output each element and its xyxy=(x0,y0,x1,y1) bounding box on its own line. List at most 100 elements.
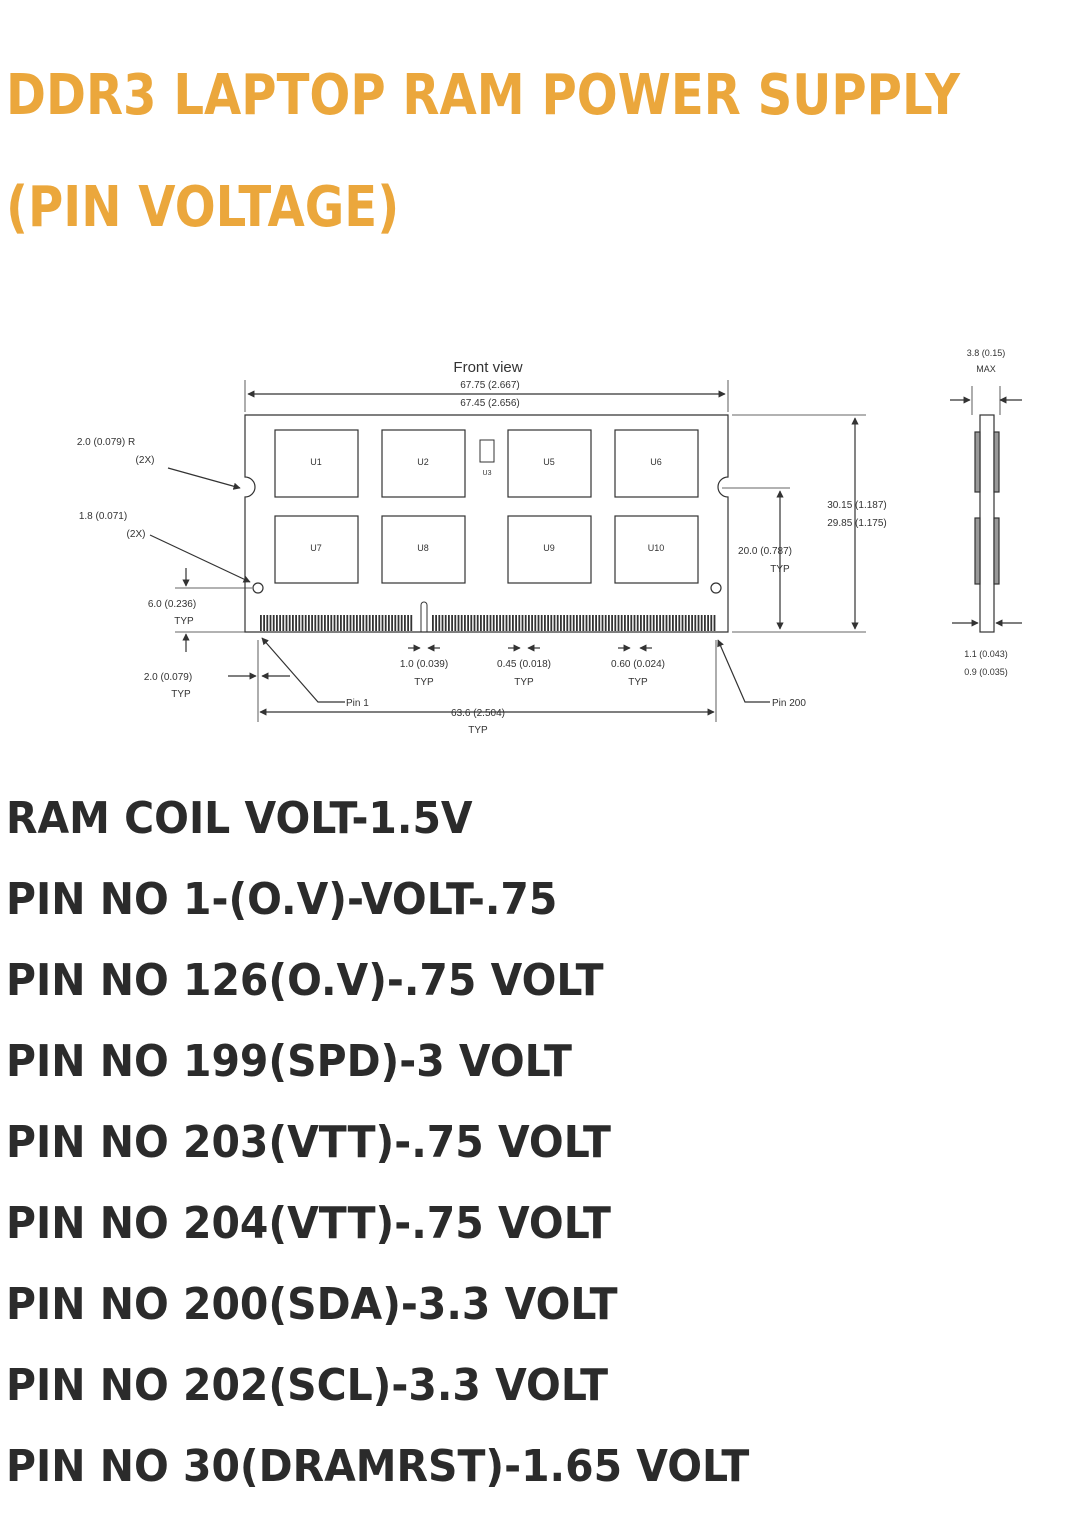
title-line-1: DDR3 LAPTOP RAM POWER SUPPLY xyxy=(6,63,961,128)
title-line-2: (PIN VOLTAGE) xyxy=(6,175,400,240)
memory-chip xyxy=(507,429,592,498)
pin-contact xyxy=(276,615,278,631)
pin-contact xyxy=(394,615,397,631)
pin-contact xyxy=(483,615,485,631)
pin-contact xyxy=(486,615,489,631)
svg-text:3.8 (0.15): 3.8 (0.15) xyxy=(967,348,1006,358)
svg-text:0.60 (0.024): 0.60 (0.024) xyxy=(611,659,665,670)
pin-contact xyxy=(704,615,706,631)
pin-contact xyxy=(508,615,511,631)
pin-contact xyxy=(582,615,585,631)
pin-contact xyxy=(314,615,317,631)
pin-contact xyxy=(691,615,693,631)
pin-contact xyxy=(688,615,690,631)
pin-voltage-list: RAM COIL VOLT-1.5V PIN NO 1-(O.V)-VOLT-.… xyxy=(6,778,1066,1507)
pin-contact xyxy=(547,615,549,631)
pin-contact xyxy=(480,615,482,631)
pin-contact xyxy=(656,615,658,631)
pin-contact xyxy=(308,615,310,631)
pin-contact xyxy=(540,615,543,631)
pin-contact xyxy=(451,615,453,631)
pin-contact xyxy=(563,615,565,631)
pin-contact xyxy=(311,615,313,631)
pin-contact xyxy=(604,615,607,631)
memory-chip xyxy=(507,515,592,584)
pin-contact xyxy=(713,615,716,631)
pin-contact xyxy=(464,615,466,631)
pin-contact xyxy=(285,615,288,631)
pin-contact xyxy=(659,615,661,631)
pin-contact xyxy=(672,615,674,631)
pin-contact xyxy=(700,615,703,631)
svg-text:TYP: TYP xyxy=(770,564,790,575)
pin-contact xyxy=(611,615,613,631)
pin-contact xyxy=(378,615,381,631)
pin-contact xyxy=(349,615,352,631)
pin-contact xyxy=(681,615,684,631)
svg-text:MAX: MAX xyxy=(976,364,996,374)
pin-contact xyxy=(544,615,546,631)
pin-contact xyxy=(372,615,374,631)
pin-contact xyxy=(518,615,521,631)
pin-contact xyxy=(608,615,610,631)
pin-contact xyxy=(375,615,377,631)
pin-contact xyxy=(435,615,437,631)
pin-contact xyxy=(566,615,569,631)
pin-contact xyxy=(359,615,361,631)
memory-chip-label: U2 xyxy=(417,457,429,467)
svg-text:29.85 (1.175): 29.85 (1.175) xyxy=(827,518,887,529)
pin-contact xyxy=(400,615,403,631)
pin-contact xyxy=(333,615,336,631)
pin-contact xyxy=(457,615,460,631)
svg-text:1.1 (0.043): 1.1 (0.043) xyxy=(964,649,1008,659)
small-chip xyxy=(479,439,495,463)
pin-contact xyxy=(572,615,575,631)
pin-contact xyxy=(282,615,285,631)
pin-contact xyxy=(476,615,479,631)
pin-contact xyxy=(569,615,572,631)
pin-contact xyxy=(272,615,275,631)
svg-text:TYP: TYP xyxy=(174,616,194,627)
pin-contact xyxy=(346,615,349,631)
pin-contact xyxy=(454,615,457,631)
memory-chip xyxy=(274,429,359,498)
list-item: PIN NO 1-(O.V)-VOLT-.75 xyxy=(6,874,558,925)
pin-contact xyxy=(404,615,406,631)
list-item: PIN NO 200(SDA)-3.3 VOLT xyxy=(6,1279,618,1330)
list-item: PIN NO 126(O.V)-.75 VOLT xyxy=(6,955,604,1006)
svg-text:TYP: TYP xyxy=(171,689,191,700)
memory-chip-label: U10 xyxy=(648,543,665,553)
memory-chip-label: U9 xyxy=(543,543,555,553)
svg-text:1.8 (0.071): 1.8 (0.071) xyxy=(79,511,127,522)
pin-contact xyxy=(467,615,469,631)
svg-text:TYP: TYP xyxy=(514,677,534,688)
pin-contact xyxy=(614,615,617,631)
pin-contact xyxy=(298,615,301,631)
pin-contact xyxy=(279,615,281,631)
pin-contact xyxy=(636,615,639,631)
pin-contact xyxy=(710,615,713,631)
pin-contact xyxy=(407,615,409,631)
svg-text:2.0 (0.079): 2.0 (0.079) xyxy=(144,672,192,683)
pin-contact xyxy=(515,615,517,631)
pin-contact xyxy=(473,615,476,631)
pin-contact xyxy=(388,615,390,631)
pin-contact xyxy=(505,615,508,631)
pin-contact xyxy=(288,615,291,631)
pin-contact xyxy=(627,615,629,631)
pin-contact xyxy=(362,615,365,631)
pin-contact xyxy=(410,615,413,631)
pin-contact xyxy=(598,615,601,631)
pin-contact xyxy=(678,615,681,631)
memory-chip xyxy=(381,429,466,498)
svg-text:TYP: TYP xyxy=(628,677,648,688)
pin-contact xyxy=(496,615,498,631)
svg-text:67.45 (2.656): 67.45 (2.656) xyxy=(460,398,520,409)
pin-contact xyxy=(441,615,444,631)
pin-contact xyxy=(649,615,652,631)
pin-contact xyxy=(697,615,700,631)
pin-contact xyxy=(643,615,645,631)
pin-contact xyxy=(502,615,505,631)
memory-chip-label: U5 xyxy=(543,457,555,467)
pin-contact xyxy=(320,615,323,631)
